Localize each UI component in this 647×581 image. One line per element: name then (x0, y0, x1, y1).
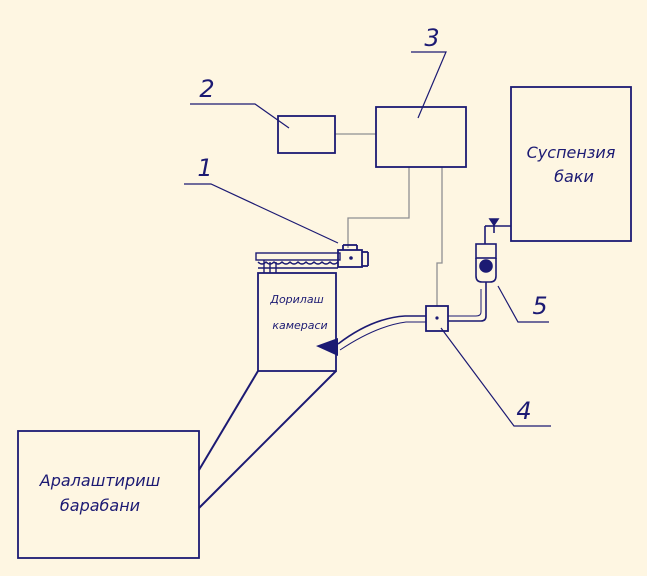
block-3 (375, 106, 467, 168)
pipe-upper-inner (448, 289, 482, 317)
callout-4: 4 (516, 397, 531, 425)
callout-1: 1 (197, 154, 212, 182)
leader-lines (184, 51, 551, 427)
funnel-to-drum (198, 370, 337, 509)
nozzle-arrow (316, 338, 338, 356)
callout-5: 5 (532, 292, 547, 320)
valve-4 (425, 305, 449, 332)
suspension-tank-label-1: Суспензия (527, 143, 616, 162)
sensor-1-dot (349, 256, 353, 260)
valve-5-assembly (475, 218, 511, 289)
mixing-drum (17, 430, 200, 559)
suspension-tank (510, 86, 632, 242)
hose-to-chamber (337, 315, 426, 345)
valve-4-dot (435, 316, 439, 320)
suspension-tank-label-2: баки (554, 167, 594, 186)
callout-3: 3 (424, 24, 439, 52)
sensor-1 (337, 244, 369, 268)
hose-to-chamber-inner (339, 321, 426, 351)
mixing-chamber (257, 272, 337, 372)
pipe-upper (448, 289, 487, 322)
mixing-chamber-label-2: камераси (272, 319, 327, 332)
mixing-drum-label-2: барабани (60, 496, 140, 515)
block-2 (277, 115, 336, 154)
control-lines (335, 133, 443, 306)
callout-2: 2 (199, 75, 214, 103)
feeder-conveyor (255, 252, 341, 273)
mixing-drum-label-1: Аралаштириш (39, 471, 161, 490)
mixing-chamber-label-1: Дорилаш (269, 293, 323, 306)
